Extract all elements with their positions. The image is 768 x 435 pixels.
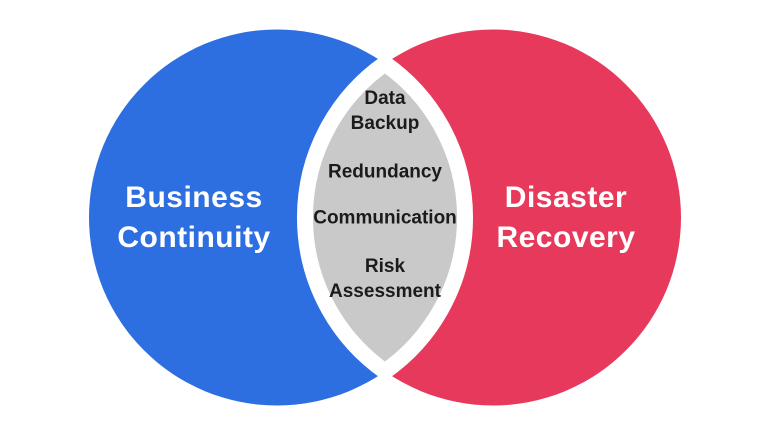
overlap-item-redundancy: Redundancy	[327, 161, 443, 183]
overlap-item-risk-assessment: Risk Assessment	[329, 255, 441, 302]
overlap-lens	[296, 55, 474, 380]
disaster-recovery-label: Disaster Recovery	[496, 181, 636, 254]
business-continuity-label: Business Continuity	[117, 181, 271, 254]
overlap-item-communication: Communication	[313, 207, 457, 229]
overlap-item-data-backup: Data Backup	[350, 87, 420, 134]
